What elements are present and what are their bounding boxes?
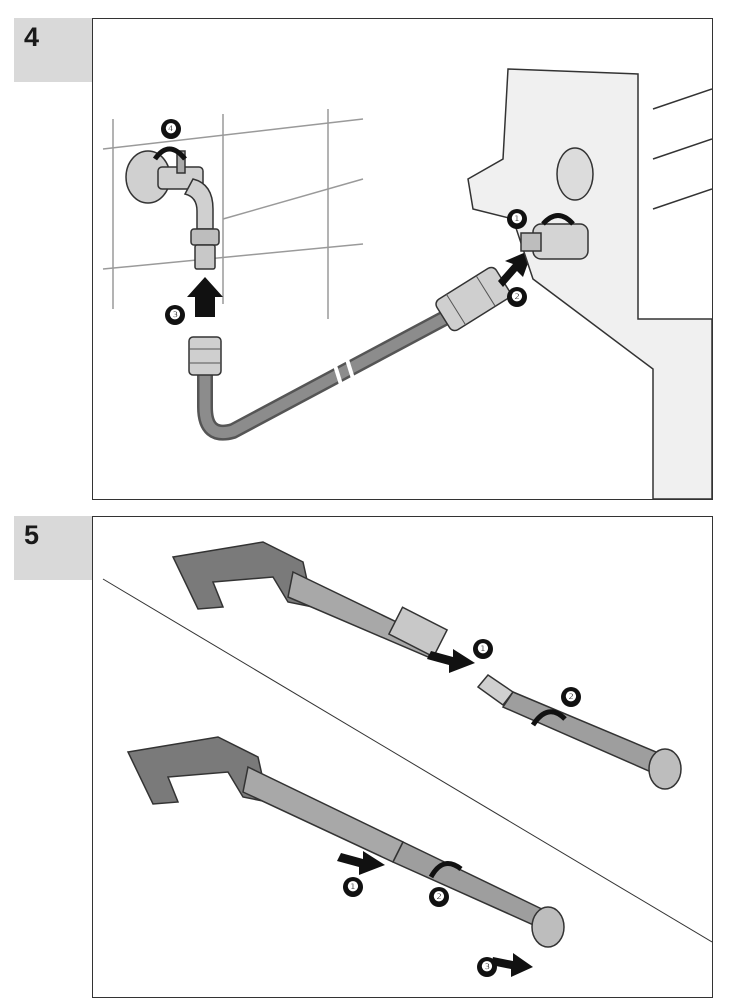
step-4-tab: 4 xyxy=(14,18,92,82)
callout-1: ❶ xyxy=(473,639,493,659)
water-tap-icon xyxy=(125,150,220,270)
callout-1-lower: ❶ xyxy=(343,877,363,897)
rotate-arrow-icon xyxy=(428,709,567,879)
callout-3: ❸ xyxy=(165,305,185,325)
pressure-washer-icon xyxy=(467,68,712,499)
arrow-right-icon xyxy=(498,249,533,287)
step-5-panel: ❶ ❷ ❶ ❷ ❸ xyxy=(92,516,713,998)
step-4-panel: ❶ ❷ ❸ ❹ xyxy=(92,18,713,500)
step-5-tab: 5 xyxy=(14,516,92,580)
garden-hose-icon xyxy=(188,266,511,441)
step-4-number: 4 xyxy=(24,22,40,52)
wall-tile-grid xyxy=(102,109,364,319)
arrow-up-icon xyxy=(187,277,223,317)
arrow-icons xyxy=(337,649,533,977)
callout-2-lower: ❷ xyxy=(429,887,449,907)
spray-gun-icon-assembled xyxy=(126,736,565,948)
callout-2: ❷ xyxy=(561,687,581,707)
callout-1: ❶ xyxy=(507,209,527,229)
step-5-illustration xyxy=(102,541,712,977)
rotate-arrow-icon xyxy=(152,146,575,226)
spray-gun-icon xyxy=(171,541,449,658)
step-4-illustration xyxy=(102,68,712,499)
step-5-number: 5 xyxy=(24,520,40,550)
callout-2: ❷ xyxy=(507,287,527,307)
callout-3: ❸ xyxy=(477,957,497,977)
callout-4: ❹ xyxy=(161,119,181,139)
divider-line xyxy=(102,578,712,943)
